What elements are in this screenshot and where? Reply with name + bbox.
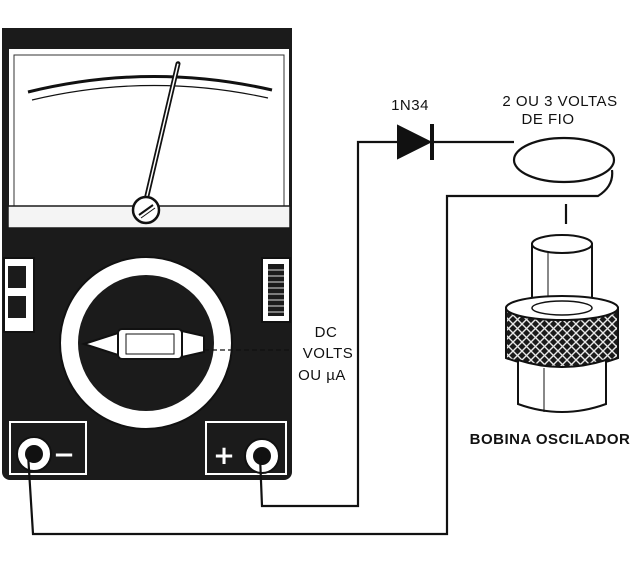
wire-negative — [26, 169, 614, 536]
jack-minus-label: − — [53, 440, 75, 470]
meter-face — [7, 47, 291, 229]
jack-positive[interactable]: + — [205, 421, 287, 475]
jack-negative[interactable]: − — [9, 421, 87, 475]
meter-scale-arc — [27, 75, 273, 94]
meter-needle-highlight — [145, 63, 179, 201]
left-side-window — [3, 257, 35, 333]
component-label: BOBINA OSCILADOR — [470, 431, 631, 448]
selector-label-line3: OU µA — [298, 367, 346, 384]
wire-positive — [258, 140, 398, 508]
coil-label-line1: 2 OU 3 VOLTAS — [502, 93, 617, 110]
oscillator-coil — [505, 234, 619, 413]
ohm-adjust-wheel[interactable] — [261, 257, 291, 323]
labels: 1N34 2 OU 3 VOLTAS DE FIO DC VOLTS OU µA… — [298, 93, 630, 448]
diode-1n34 — [397, 124, 434, 160]
jack-plus-label: + — [213, 441, 235, 471]
range-selector[interactable] — [59, 256, 233, 430]
selector-label-line1: DC — [315, 324, 338, 341]
wire-coil-loop — [512, 136, 616, 184]
meter-scale-arc-inner — [31, 84, 269, 101]
selector-label-line2: VOLTS — [303, 345, 354, 362]
wiring — [26, 136, 616, 536]
coil-label-line2: DE FIO — [521, 111, 574, 128]
multimeter: − + — [2, 28, 292, 480]
diode-label: 1N34 — [391, 97, 429, 114]
selector-pointer — [80, 331, 119, 357]
